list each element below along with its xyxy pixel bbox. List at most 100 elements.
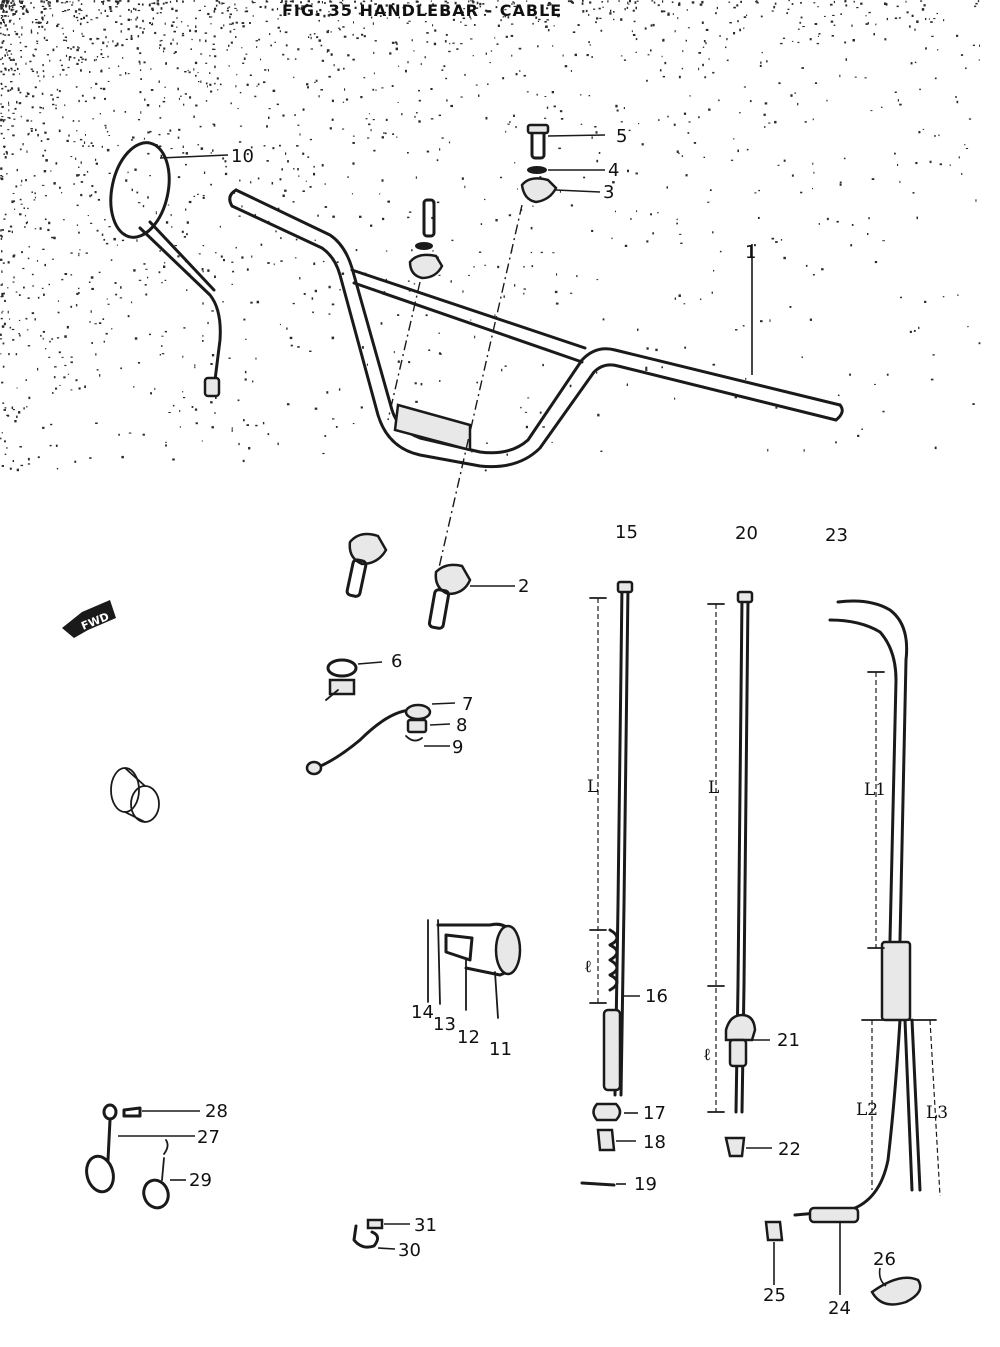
noise-dot [577, 24, 580, 26]
noise-dot [671, 1, 674, 3]
noise-dot [148, 4, 151, 7]
noise-dot [200, 53, 203, 55]
noise-dot [544, 96, 547, 97]
noise-dot [267, 433, 270, 436]
noise-dot [897, 163, 899, 166]
noise-dot [149, 333, 151, 336]
noise-dot [43, 0, 45, 4]
noise-dot [215, 252, 217, 254]
left-holder [345, 532, 388, 598]
noise-dot [358, 12, 361, 15]
noise-dot [331, 303, 335, 306]
noise-dot [202, 245, 205, 247]
noise-dot [91, 42, 94, 45]
noise-dot [925, 47, 927, 50]
noise-dot [182, 145, 184, 148]
noise-dot [918, 131, 921, 134]
noise-dot [115, 21, 118, 23]
noise-dot [571, 1, 574, 4]
noise-dot [30, 128, 33, 130]
noise-dot [214, 412, 216, 414]
noise-dot [548, 1, 551, 4]
noise-dot [119, 297, 123, 299]
noise-dot [41, 92, 44, 95]
noise-dot [300, 1, 302, 4]
noise-dot [2, 119, 5, 123]
noise-dot [4, 34, 7, 36]
noise-dot [484, 469, 487, 472]
noise-dot [242, 459, 245, 463]
noise-dot [651, 0, 654, 2]
noise-dot [502, 16, 504, 18]
noise-dot [326, 30, 329, 34]
noise-dot [6, 0, 9, 3]
noise-dot [78, 287, 80, 290]
noise-dot [596, 17, 599, 20]
noise-dot [813, 171, 815, 174]
noise-dot [532, 13, 535, 17]
noise-dot [382, 217, 385, 221]
noise-dot [159, 105, 161, 108]
noise-dot [598, 152, 601, 154]
noise-dot [775, 241, 778, 243]
callout-3: 3 [603, 182, 614, 203]
noise-dot [7, 117, 10, 119]
noise-dot [36, 42, 39, 45]
noise-dot [80, 3, 83, 5]
noise-dot [500, 19, 502, 22]
noise-dot [517, 188, 518, 190]
noise-dot [628, 129, 631, 132]
noise-dot [470, 319, 472, 321]
spacer-outline [110, 767, 160, 823]
noise-dot [817, 6, 819, 8]
noise-dot [16, 387, 18, 389]
noise-dot [746, 148, 749, 151]
noise-dot [660, 10, 663, 13]
noise-dot [641, 143, 644, 146]
noise-dot [865, 15, 867, 17]
noise-dot [849, 373, 851, 376]
noise-dot [256, 46, 258, 48]
noise-dot [182, 355, 184, 358]
noise-dot [279, 178, 282, 181]
noise-dot [383, 132, 385, 134]
noise-dot [824, 15, 826, 17]
noise-dot [107, 80, 110, 82]
noise-dot [897, 99, 899, 102]
noise-dot [215, 396, 217, 399]
noise-dot [1, 175, 4, 178]
noise-dot [451, 239, 454, 242]
noise-dot [411, 249, 413, 252]
noise-dot [65, 54, 68, 57]
noise-dot [513, 5, 517, 7]
noise-dot [852, 39, 855, 42]
noise-dot [494, 37, 496, 39]
noise-dot [443, 13, 446, 15]
noise-dot [210, 183, 212, 186]
noise-dot [116, 42, 119, 46]
noise-dot [245, 7, 248, 9]
noise-dot [40, 0, 43, 3]
noise-dot [156, 0, 160, 2]
noise-dot [333, 64, 335, 67]
noise-dot [957, 294, 959, 296]
noise-dot [19, 91, 22, 94]
noise-dot [689, 95, 691, 97]
noise-dot [732, 138, 735, 140]
noise-dot [398, 16, 400, 19]
noise-dot [588, 95, 591, 97]
noise-dot [791, 174, 794, 177]
noise-dot [816, 42, 819, 45]
noise-dot [425, 314, 428, 317]
noise-dot [314, 407, 318, 410]
noise-dot [231, 427, 233, 430]
noise-dot [143, 137, 145, 140]
noise-dot [137, 3, 140, 6]
noise-dot [968, 118, 972, 120]
noise-dot [681, 155, 684, 157]
noise-dot [470, 38, 473, 40]
noise-dot [315, 13, 318, 16]
noise-dot [68, 9, 70, 11]
noise-dot [140, 111, 142, 114]
noise-dot [210, 152, 212, 154]
